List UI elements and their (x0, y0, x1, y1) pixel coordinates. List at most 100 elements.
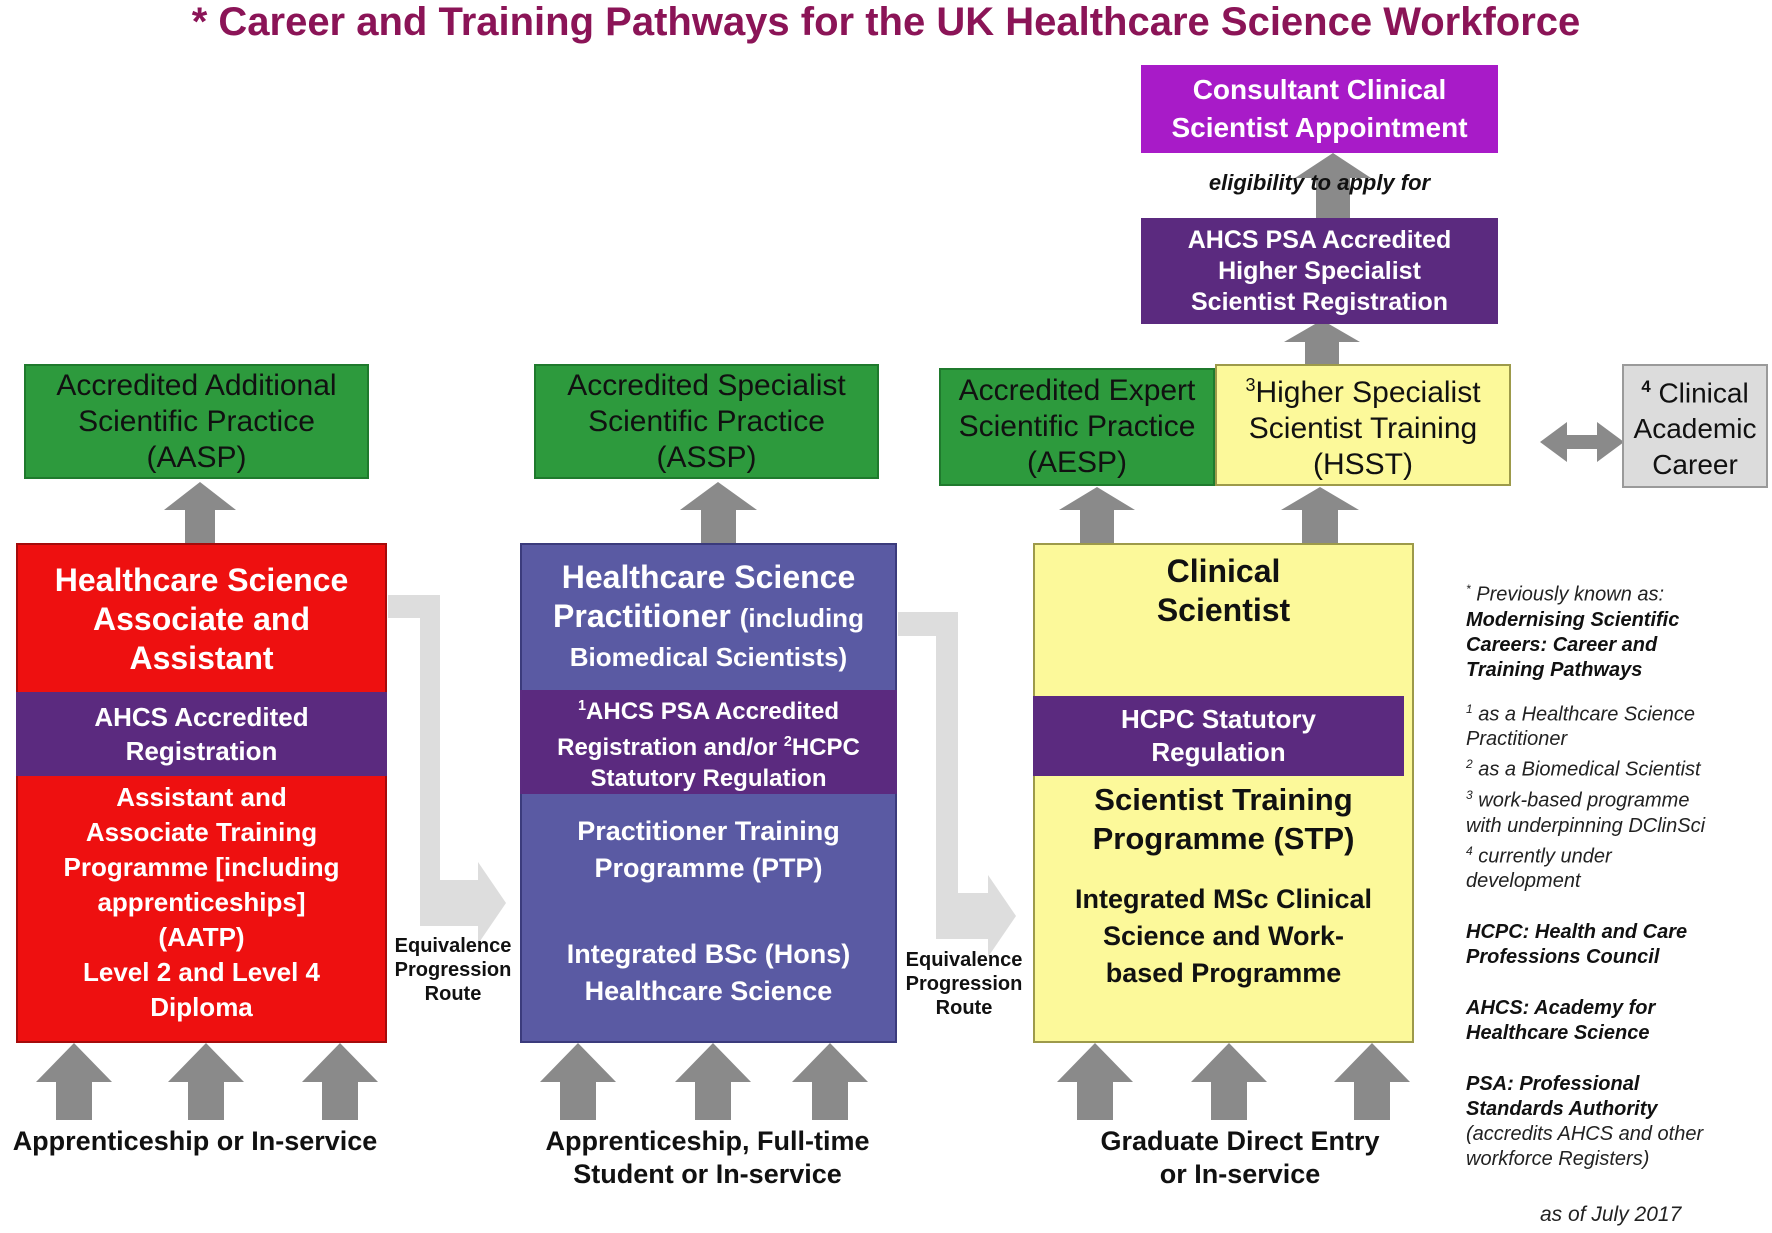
consultant-line-2: Scientist Appointment (1171, 112, 1468, 143)
note-psa-line-4: workforce Registers) (1466, 1148, 1650, 1171)
entry-route-practitioner-line-2: Student or In-service (573, 1159, 842, 1189)
associate-title-line-3: Assistant (129, 639, 274, 676)
equivalence-2-line-2: Progression (905, 973, 1023, 995)
scientist-regulation-band: HCPC Statutory Regulation (1033, 696, 1404, 776)
scientist-stp: Scientist Training Programme (STP) (1033, 778, 1414, 860)
note-previously-text: Previously known as: (1476, 583, 1665, 606)
practitioner-title-sub: (including (739, 602, 864, 633)
entry-arrow-scientist-3 (1334, 1043, 1410, 1120)
equivalence-1-line-1: Equivalence (394, 935, 512, 957)
note-hcpc-line-2: Professions Council (1466, 946, 1660, 969)
note-4-sup: 4 (1466, 843, 1473, 858)
scientist-stp-line-2: Programme (STP) (1092, 821, 1355, 856)
entry-route-scientist-line-1: Graduate Direct Entry (1100, 1126, 1380, 1156)
academic-footnote-4: 4 (1641, 376, 1651, 396)
consultant-clinical-scientist-box: Consultant Clinical Scientist Appointmen… (1141, 65, 1498, 153)
practitioner-degree-line-2: Healthcare Science (584, 976, 833, 1006)
associate-training-line-4: apprenticeships] (97, 887, 306, 917)
hsst-line-1-text: Higher Specialist (1255, 376, 1481, 409)
hsst-line-3: (HSST) (1313, 448, 1413, 481)
entry-route-associate: Apprenticeship or In-service (12, 1126, 378, 1156)
associate-training-line-3: Programme [including (63, 852, 340, 882)
equivalence-2-line-1: Equivalence (905, 949, 1023, 971)
note-2-text: as a Biomedical Scientist (1478, 758, 1701, 781)
note-1-sup: 1 (1466, 701, 1473, 716)
associate-title: Healthcare Science Associate and Assista… (16, 548, 387, 690)
practitioner-footnote-1: 1 (578, 697, 587, 714)
practitioner-registration-line-2: Registration and/or 2HCPC (557, 727, 860, 763)
note-msc-line-3: Training Pathways (1466, 658, 1643, 681)
associate-training-line-2: Associate Training (85, 817, 318, 847)
scientist-msc-line-3: based Programme (1105, 957, 1342, 988)
scientist-regulation-line-2: Regulation (1151, 737, 1286, 767)
academic-line-3: Career (1652, 449, 1738, 481)
associate-registration-line-1: AHCS Accredited (94, 702, 309, 732)
up-arrow-scientist-aesp (1059, 487, 1135, 543)
footnotes-panel: * Previously known as: Modernising Scien… (1466, 577, 1766, 1186)
equivalence-label-1: Equivalence Progression Route (387, 934, 519, 1006)
note-3-sup: 3 (1466, 787, 1473, 802)
scientist-column (1033, 543, 1414, 1043)
scientist-msc-line-1: Integrated MSc Clinical (1074, 883, 1373, 914)
note-4-line-2: development (1466, 870, 1581, 893)
equivalence-label-2: Equivalence Progression Route (897, 948, 1031, 1020)
hsst-line-1: 3Higher Specialist (1245, 367, 1480, 411)
entry-arrow-scientist-2 (1191, 1043, 1267, 1120)
entry-route-scientist-line-2: or In-service (1159, 1159, 1321, 1189)
aesp-box: Accredited Expert Scientific Practice (A… (939, 368, 1215, 486)
assp-line-3: (ASSP) (656, 440, 757, 474)
note-previously-star: * (1466, 582, 1471, 596)
aesp-line-1: Accredited Expert (958, 374, 1196, 407)
practitioner-title: Healthcare Science Practitioner (includi… (520, 548, 897, 686)
entry-arrow-practitioner-2 (675, 1043, 751, 1120)
equivalence-2-line-3: Route (935, 997, 993, 1019)
hsst-footnote-3: 3 (1245, 375, 1256, 395)
up-arrow-hsst-registration (1284, 320, 1360, 364)
assp-line-2: Scientific Practice (588, 404, 825, 438)
associate-registration-line-2: Registration (125, 736, 278, 766)
consultant-line-1: Consultant Clinical (1192, 74, 1447, 105)
page-title: * Career and Training Pathways for the U… (191, 0, 1581, 44)
aasp-box: Accredited Additional Scientific Practic… (24, 364, 369, 479)
entry-arrow-associate-1 (36, 1043, 112, 1120)
equivalence-arrow-2 (898, 612, 1016, 957)
aesp-line-2: Scientific Practice (958, 410, 1196, 443)
note-psa: PSA: Professional Standards Authority (a… (1466, 1072, 1766, 1172)
practitioner-registration-line-2b: HCPC (791, 733, 860, 761)
scientist-msc: Integrated MSc Clinical Science and Work… (1033, 880, 1414, 992)
clinical-academic-career-box: 4 Clinical Academic Career (1622, 364, 1768, 488)
practitioner-title-line-1: Healthcare Science (561, 558, 856, 595)
academic-line-2: Academic (1633, 413, 1757, 445)
associate-training-line-7: Diploma (150, 992, 253, 1022)
practitioner-title-line-3: Biomedical Scientists) (569, 641, 848, 672)
practitioner-registration-line-3: Statutory Regulation (590, 764, 827, 792)
associate-training-line-5: (AATP) (158, 922, 245, 952)
entry-route-practitioner: Apprenticeship, Full-time Student or In-… (510, 1125, 905, 1191)
note-3-line-2: with underpinning DClinSci (1466, 814, 1706, 837)
associate-training-line-6: Level 2 and Level 4 (82, 957, 320, 987)
practitioner-registration-line-2a: Registration and/or (557, 733, 778, 761)
scientist-stp-line-1: Scientist Training (1094, 782, 1353, 817)
assp-box: Accredited Specialist Scientific Practic… (534, 364, 879, 479)
note-2-sup: 2 (1466, 757, 1473, 772)
practitioner-registration-line-1-text: AHCS PSA Accredited (586, 697, 839, 725)
double-arrow-hsst-academic (1540, 422, 1624, 462)
note-previously: * Previously known as: Modernising Scien… (1466, 577, 1766, 683)
associate-title-line-1: Healthcare Science (54, 561, 349, 598)
note-psa-line-1: PSA: Professional (1466, 1073, 1640, 1096)
practitioner-title-line-2: Practitioner (including (553, 597, 864, 638)
note-hcpc-line-1: HCPC: Health and Care (1466, 921, 1688, 944)
practitioner-training-line-2: Programme (PTP) (594, 853, 823, 883)
practitioner-registration-band: 1AHCS PSA Accredited Registration and/or… (520, 690, 897, 794)
hss-registration-box: AHCS PSA Accredited Higher Specialist Sc… (1141, 218, 1498, 324)
note-ahcs-line-2: Healthcare Science (1466, 1022, 1650, 1045)
scientist-title-line-2: Scientist (1156, 592, 1291, 628)
associate-title-line-2: Associate and (93, 600, 310, 637)
note-hcpc: HCPC: Health and Care Professions Counci… (1466, 920, 1766, 970)
scientist-regulation-line-1: HCPC Statutory (1120, 704, 1316, 734)
entry-arrow-associate-2 (168, 1043, 244, 1120)
equivalence-1-line-3: Route (424, 983, 482, 1005)
eligibility-label: eligibility to apply for (1208, 170, 1431, 195)
note-msc-line-2: Careers: Career and (1466, 633, 1658, 656)
aasp-line-1: Accredited Additional (56, 368, 337, 402)
